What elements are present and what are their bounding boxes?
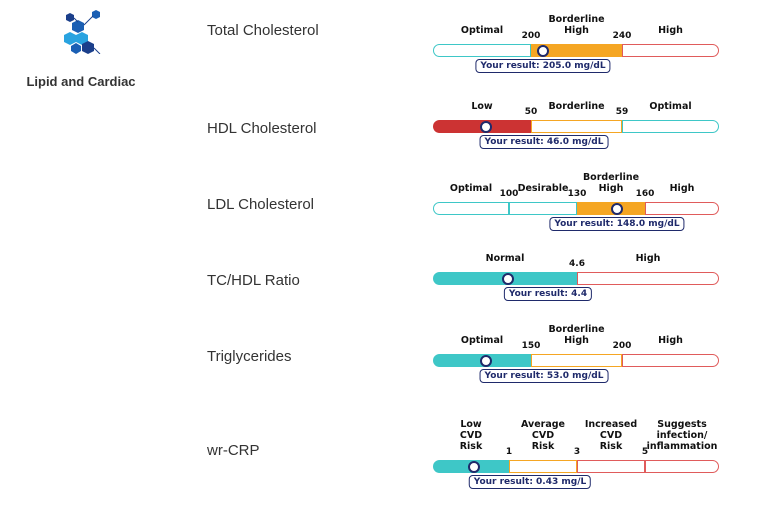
result-marker: [611, 202, 623, 215]
threshold-label: 200: [521, 31, 541, 41]
range-segment: [622, 354, 719, 367]
threshold-label: 3: [573, 447, 581, 457]
range-label: High: [635, 253, 661, 264]
range-segment: [531, 354, 622, 367]
result-badge: Your result: 148.0 mg/dL: [549, 217, 685, 231]
range-segment: [509, 202, 577, 215]
range-segment: [622, 120, 719, 133]
range-label: Average CVD Risk: [521, 419, 565, 452]
test-name: TC/HDL Ratio: [207, 272, 300, 289]
range-segment: [577, 460, 645, 473]
range-segment: [433, 202, 509, 215]
threshold-label: 160: [635, 189, 655, 199]
range-label: Optimal: [649, 101, 692, 112]
range-label: High: [658, 335, 683, 346]
range-label: Low: [471, 101, 493, 112]
result-badge: Your result: 205.0 mg/dL: [475, 59, 611, 73]
threshold-label: 4.6: [569, 259, 585, 269]
range-label: Increased CVD Risk: [584, 419, 638, 452]
threshold-label: 130: [567, 189, 587, 199]
test-name: wr-CRP: [207, 442, 260, 459]
range-bar: [433, 202, 719, 215]
range-label: Borderline High: [548, 324, 605, 346]
range-segment: [433, 44, 531, 57]
range-bar: [433, 120, 719, 133]
range-segment: [645, 460, 719, 473]
range-bar: [433, 354, 719, 367]
test-name: HDL Cholesterol: [207, 120, 317, 137]
result-marker: [480, 354, 492, 367]
range-label: High: [669, 183, 695, 194]
threshold-label: 59: [615, 107, 629, 117]
test-name: Total Cholesterol: [207, 22, 319, 39]
range-label: Optimal: [460, 335, 504, 346]
result-badge: Your result: 46.0 mg/dL: [479, 135, 609, 149]
range-bar: [433, 272, 719, 285]
result-marker: [468, 460, 480, 473]
range-segment: [509, 460, 577, 473]
result-marker: [502, 272, 514, 285]
threshold-label: 50: [524, 107, 538, 117]
result-marker: [480, 120, 492, 133]
threshold-label: 5: [641, 447, 649, 457]
range-label: Borderline High: [582, 172, 640, 194]
test-name: Triglycerides: [207, 348, 292, 365]
brand-title: Lipid and Cardiac: [26, 74, 136, 89]
threshold-label: 240: [612, 31, 632, 41]
result-marker: [537, 44, 549, 57]
range-label: Suggests infection/ inflammation: [646, 419, 718, 452]
threshold-label: 1: [505, 447, 513, 457]
range-label: Desirable: [517, 183, 569, 194]
hexagon-molecule-icon: [64, 10, 101, 54]
range-segment: [645, 202, 719, 215]
range-label: Borderline: [548, 101, 605, 112]
range-label: Optimal: [449, 183, 493, 194]
range-label: Low CVD Risk: [459, 419, 483, 452]
range-bar: [433, 460, 719, 473]
brand: Lipid and Cardiac: [16, 8, 146, 89]
threshold-label: 150: [521, 341, 541, 351]
range-segment: [577, 272, 719, 285]
range-segment: [531, 44, 622, 57]
range-label: High: [658, 25, 683, 36]
range-segment: [531, 120, 622, 133]
result-badge: Your result: 53.0 mg/dL: [479, 369, 609, 383]
test-name: LDL Cholesterol: [207, 196, 314, 213]
range-segment: [622, 44, 719, 57]
range-label: Optimal: [460, 25, 504, 36]
range-label: Normal: [485, 253, 525, 264]
result-badge: Your result: 0.43 mg/L: [468, 475, 592, 489]
range-bar: [433, 44, 719, 57]
threshold-label: 100: [499, 189, 519, 199]
range-label: Borderline High: [548, 14, 605, 36]
result-badge: Your result: 4.4: [503, 287, 593, 301]
threshold-label: 200: [612, 341, 632, 351]
